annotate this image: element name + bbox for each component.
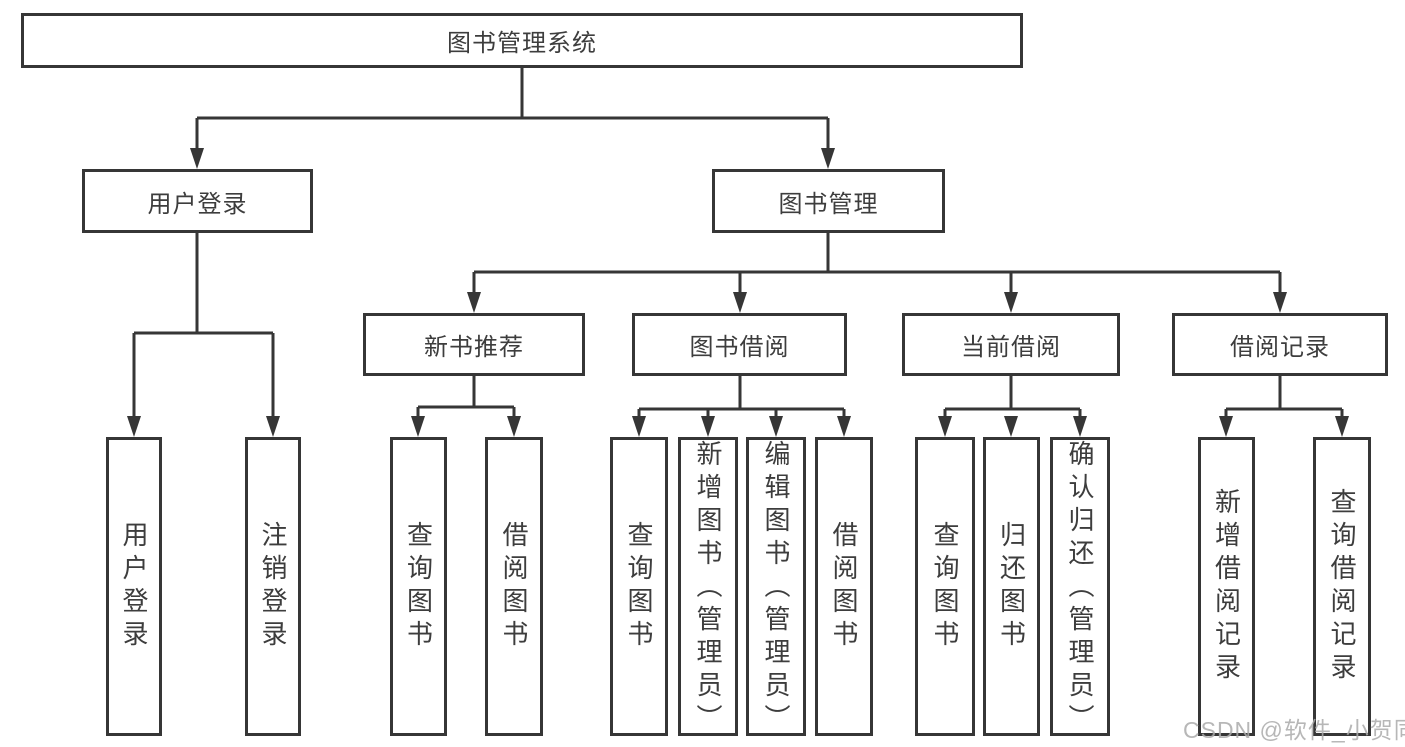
node-root-label: 图书管理系统 xyxy=(447,30,597,57)
leaf-borrow-query-books-label: 查询图书 xyxy=(624,520,654,653)
leaf-user-login: 用户登录 xyxy=(106,437,162,736)
arrowheads xyxy=(127,148,1349,437)
connector-root-to-level2 xyxy=(195,68,830,151)
leaf-recommend-borrow-books-label: 借阅图书 xyxy=(499,520,529,653)
leaf-user-login-label: 用户登录 xyxy=(119,520,149,653)
connector-borrow-record-to-leaves xyxy=(1224,376,1344,419)
node-user-login: 用户登录 xyxy=(82,169,313,233)
node-book-management: 图书管理 xyxy=(712,169,945,233)
leaf-add-books-admin-label: 新增图书（管理员） xyxy=(693,440,723,737)
leaf-return-books-label: 归还图书 xyxy=(996,520,1027,653)
node-new-book-recommend: 新书推荐 xyxy=(363,313,585,376)
leaf-add-borrow-record-label: 新增借阅记录 xyxy=(1211,487,1242,686)
leaf-edit-books-admin: 编辑图书（管理员） xyxy=(746,437,806,737)
leaf-logout-label: 注销登录 xyxy=(258,520,288,653)
leaf-edit-books-admin-label: 编辑图书（管理员） xyxy=(761,440,791,737)
node-current-borrow: 当前借阅 xyxy=(902,313,1120,376)
connector-book-borrow-to-leaves xyxy=(637,376,846,419)
node-book-management-label: 图书管理 xyxy=(778,190,879,218)
leaf-borrow-query-books: 查询图书 xyxy=(610,437,668,736)
node-current-borrow-label: 当前借阅 xyxy=(961,334,1061,361)
leaf-recommend-query-books: 查询图书 xyxy=(390,437,447,736)
connector-user-login-to-leaves xyxy=(132,233,275,419)
leaf-borrow-books: 借阅图书 xyxy=(815,437,873,736)
csdn-watermark-text: CSDN @软件_小贺同学 xyxy=(1183,717,1405,743)
leaf-return-books: 归还图书 xyxy=(983,437,1040,736)
node-borrow-record: 借阅记录 xyxy=(1172,313,1388,376)
connector-new-book-recommend-to-leaves xyxy=(416,376,516,419)
node-user-login-label: 用户登录 xyxy=(147,190,248,218)
leaf-add-books-admin: 新增图书（管理员） xyxy=(678,437,738,737)
leaf-query-borrow-record: 查询借阅记录 xyxy=(1313,437,1371,736)
node-book-borrow: 图书借阅 xyxy=(632,313,847,376)
leaf-query-borrow-record-label: 查询借阅记录 xyxy=(1327,487,1357,686)
connector-current-borrow-to-leaves xyxy=(943,376,1082,419)
leaf-recommend-query-books-label: 查询图书 xyxy=(403,520,434,653)
node-new-book-recommend-label: 新书推荐 xyxy=(424,334,524,361)
csdn-watermark: CSDN @软件_小贺同学 xyxy=(1183,711,1405,745)
leaf-borrow-books-label: 借阅图书 xyxy=(829,520,859,653)
leaf-confirm-return-admin: 确认归还（管理员） xyxy=(1050,437,1110,737)
node-root-library-management-system: 图书管理系统 xyxy=(21,13,1023,68)
connector-book-management-to-level3 xyxy=(472,233,1282,295)
leaf-confirm-return-admin-label: 确认归还（管理员） xyxy=(1065,440,1095,737)
leaf-add-borrow-record: 新增借阅记录 xyxy=(1198,437,1255,736)
node-book-borrow-label: 图书借阅 xyxy=(689,334,790,361)
leaf-current-query-books: 查询图书 xyxy=(915,437,975,736)
leaf-recommend-borrow-books: 借阅图书 xyxy=(485,437,543,736)
leaf-current-query-books-label: 查询图书 xyxy=(930,520,960,653)
node-borrow-record-label: 借阅记录 xyxy=(1230,334,1330,361)
leaf-logout: 注销登录 xyxy=(245,437,301,736)
